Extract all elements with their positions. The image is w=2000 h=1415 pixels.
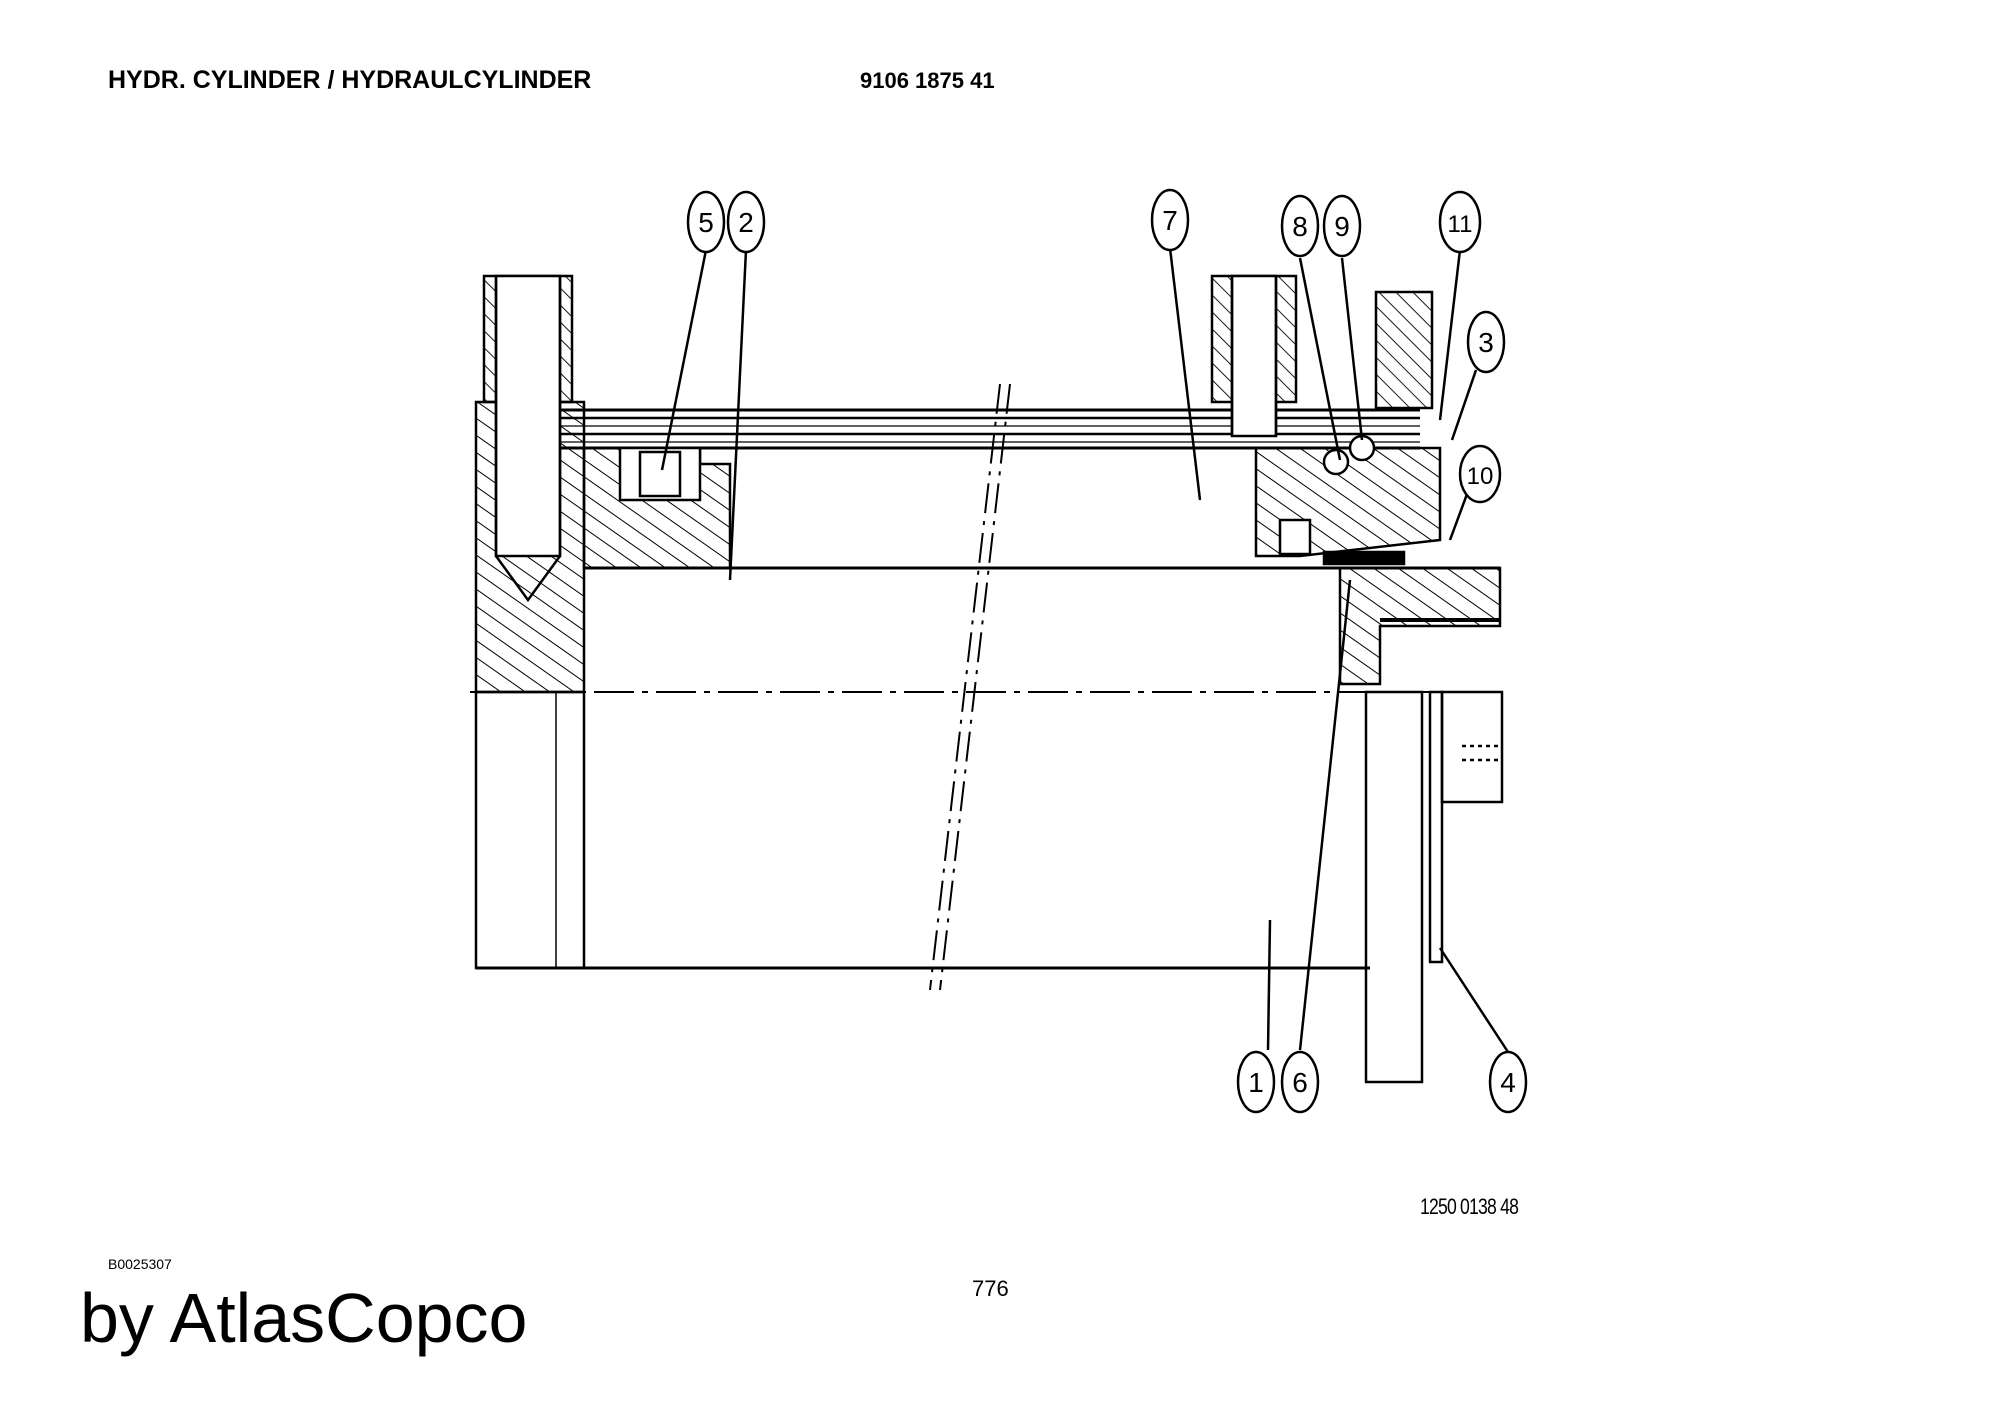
brand-footer: by AtlasCopco bbox=[80, 1279, 528, 1357]
drawing-reference-number: 1250 0138 48 bbox=[1420, 1194, 1519, 1219]
balloon-1 bbox=[1236, 1050, 1276, 1114]
wiper-housing bbox=[1374, 290, 1434, 410]
balloon-9 bbox=[1322, 194, 1362, 258]
balloon-label-4: 4 bbox=[1500, 1067, 1516, 1098]
balloon-5 bbox=[686, 190, 726, 254]
balloon-label-10: 10 bbox=[1467, 463, 1494, 490]
document-title: HYDR. CYLINDER / HYDRAULCYLINDER bbox=[108, 66, 592, 94]
document-code: B0025307 bbox=[108, 1256, 172, 1272]
balloon-group bbox=[686, 188, 1528, 1114]
balloon-label-5: 5 bbox=[698, 207, 714, 238]
balloon-7 bbox=[1150, 188, 1190, 252]
balloon-10 bbox=[1458, 444, 1502, 504]
part-number: 9106 1875 41 bbox=[860, 68, 995, 93]
balloon-label-8: 8 bbox=[1292, 211, 1308, 242]
balloon-2 bbox=[726, 190, 766, 254]
balloon-label-6: 6 bbox=[1292, 1067, 1308, 1098]
balloon-label-2: 2 bbox=[738, 207, 754, 238]
balloon-label-11: 11 bbox=[1448, 211, 1473, 238]
rod-seal bbox=[1322, 550, 1406, 566]
balloon-4 bbox=[1488, 1050, 1528, 1114]
balloon-label-9: 9 bbox=[1334, 211, 1350, 242]
rod-flange bbox=[1364, 690, 1424, 1084]
balloon-8 bbox=[1280, 194, 1320, 258]
balloon-label-7: 7 bbox=[1162, 205, 1178, 236]
balloon-3 bbox=[1466, 310, 1506, 374]
balloon-label-3: 3 bbox=[1478, 327, 1494, 358]
balloon-11 bbox=[1438, 190, 1482, 254]
page-number: 776 bbox=[972, 1276, 1009, 1301]
balloon-label-1: 1 bbox=[1248, 1067, 1264, 1098]
balloon-6 bbox=[1280, 1050, 1320, 1114]
